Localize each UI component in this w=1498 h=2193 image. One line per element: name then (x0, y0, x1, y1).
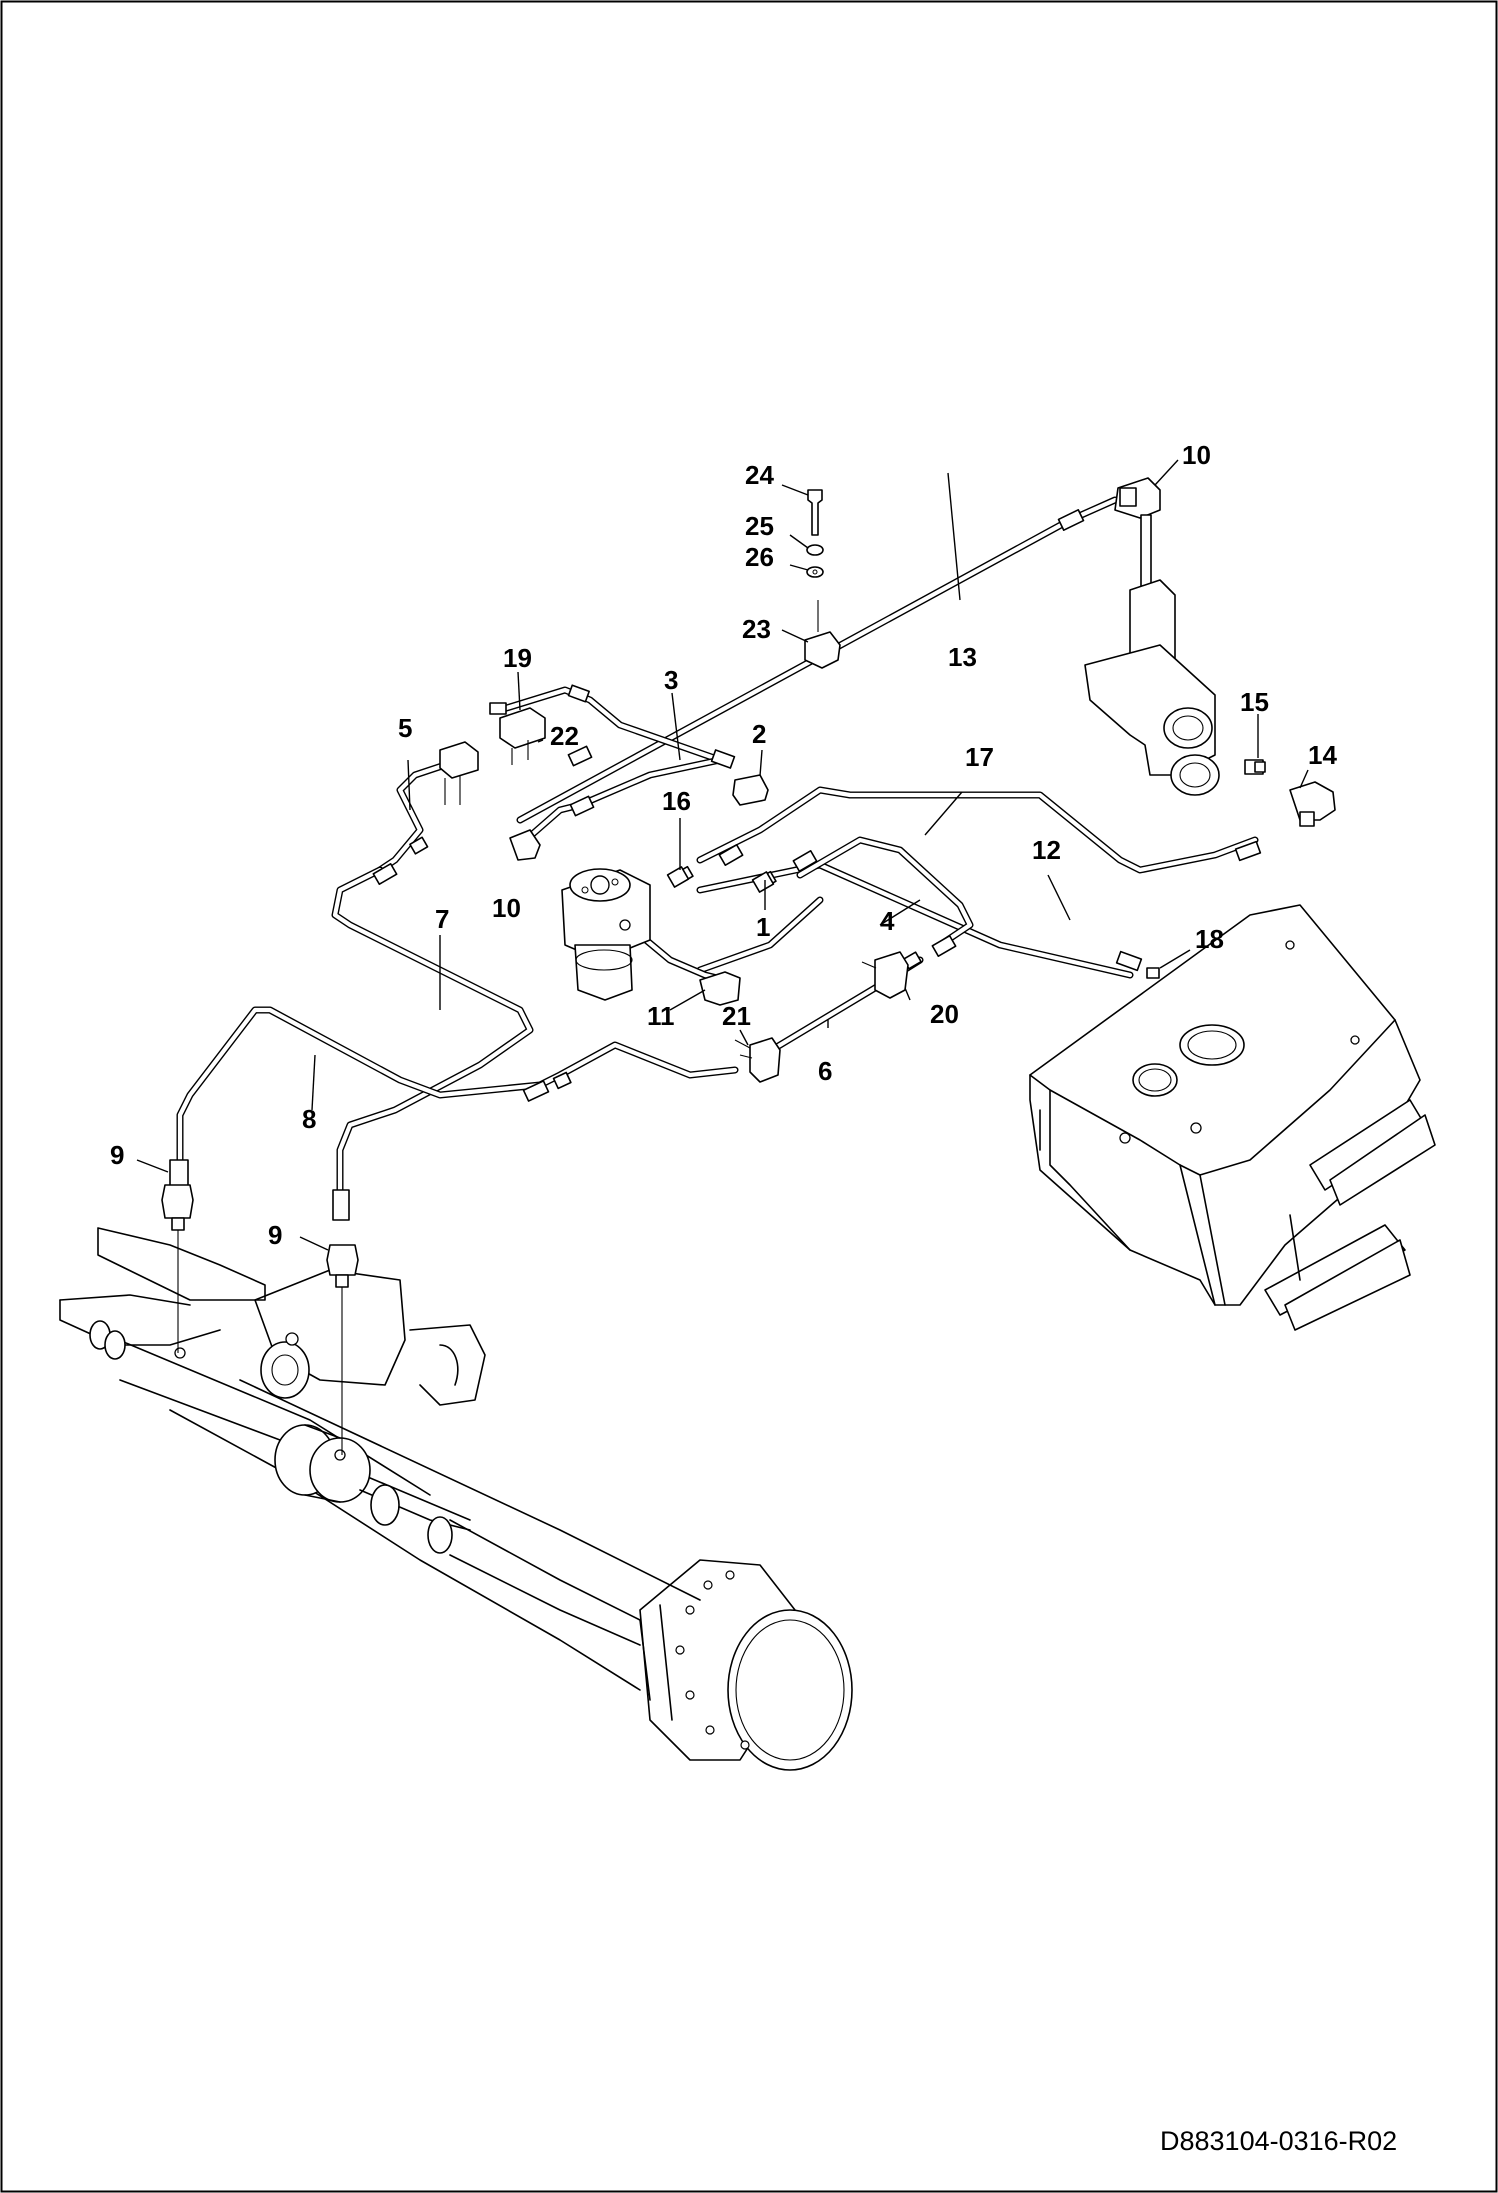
callout-11: 11 (647, 1001, 675, 1031)
callout-6: 6 (818, 1056, 832, 1086)
callout-23: 23 (742, 614, 771, 644)
callout-17: 17 (965, 742, 994, 772)
callout-10-bottom: 10 (492, 893, 521, 923)
callout-15: 15 (1240, 687, 1269, 717)
callout-24: 24 (745, 460, 774, 490)
callout-1: 1 (756, 912, 770, 942)
callout-5: 5 (398, 713, 412, 743)
callout-16: 16 (662, 786, 691, 816)
callout-20: 20 (930, 999, 959, 1029)
fittings (161, 477, 1336, 1455)
callout-9-left: 9 (110, 1140, 124, 1170)
callout-25: 25 (745, 511, 774, 541)
callout-19: 19 (503, 643, 532, 673)
callout-labels: 10 24 25 26 23 13 19 3 15 5 22 2 14 17 1… (110, 440, 1397, 2156)
callout-21: 21 (722, 1001, 751, 1031)
callout-leaders (136, 459, 1309, 1251)
pipe-lines (176, 496, 1259, 1194)
callout-9-right: 9 (268, 1220, 282, 1250)
callout-8: 8 (302, 1104, 316, 1134)
callout-7: 7 (435, 904, 449, 934)
hydraulic-tank (1029, 904, 1436, 1331)
callout-3: 3 (664, 665, 678, 695)
document-number: D883104-0316-R02 (1160, 2126, 1397, 2156)
callout-14: 14 (1308, 740, 1337, 770)
callout-26: 26 (745, 542, 774, 572)
callout-12: 12 (1032, 835, 1061, 865)
callout-13: 13 (948, 642, 977, 672)
axle-assembly (59, 1227, 853, 1771)
callout-10-top: 10 (1182, 440, 1211, 470)
callout-4: 4 (880, 906, 895, 936)
callout-18: 18 (1195, 924, 1224, 954)
callout-22: 22 (550, 721, 579, 751)
callout-2: 2 (752, 719, 766, 749)
